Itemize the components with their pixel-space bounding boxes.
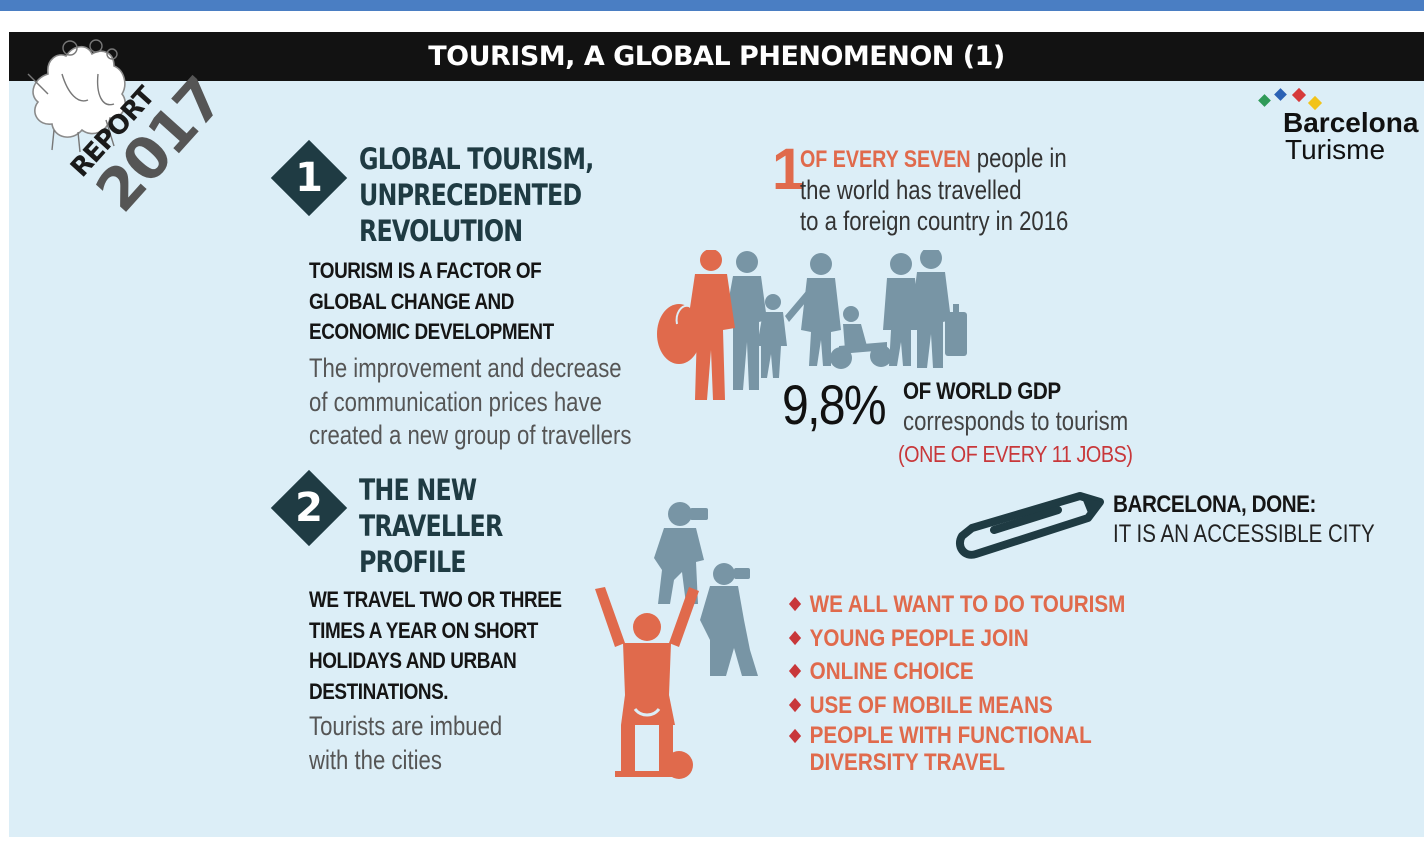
window-top-bar xyxy=(0,0,1424,11)
list-item-text: USE OF MOBILE MEANS xyxy=(809,691,1053,719)
section2-subheading-line: HOLIDAYS AND URBAN xyxy=(309,648,517,673)
section2-body-line: with the cities xyxy=(309,744,442,775)
list-item-text: WE ALL WANT TO DO TOURISM xyxy=(809,591,1126,618)
bullet-list: WE ALL WANT TO DO TOURISM YOUNG PEOPLE J… xyxy=(788,588,1180,776)
section2-heading-line: THE NEW xyxy=(359,473,477,507)
section1-subheading-line: GLOBAL CHANGE AND xyxy=(309,288,515,314)
cheering-wheelchair-user-icon xyxy=(595,587,699,779)
done-text: IT IS AN ACCESSIBLE CITY xyxy=(1113,520,1375,548)
list-item-text-cont: DIVERSITY TRAVEL xyxy=(809,749,1005,776)
diamond-bullet-icon xyxy=(788,728,802,744)
section1-subheading: TOURISM IS A FACTOR OF GLOBAL CHANGE AND… xyxy=(309,256,554,348)
stat2-label: OF WORLD GDP xyxy=(903,378,1061,405)
pencil-icon xyxy=(955,492,1104,559)
stat2-value: 9,8% xyxy=(782,373,887,436)
list-item: YOUNG PEOPLE JOIN xyxy=(788,622,1125,656)
brand-subtitle: Turisme xyxy=(1285,134,1386,165)
stat1-text-line: people in xyxy=(970,143,1067,173)
stat1-number: 1 xyxy=(772,137,805,202)
diamond-bullet-icon xyxy=(788,596,802,612)
section2-heading-line: PROFILE xyxy=(359,545,467,579)
brand-dot-1 xyxy=(1258,94,1271,107)
stat1-highlight: OF EVERY SEVEN xyxy=(800,146,971,173)
photographer-silhouette-icon xyxy=(654,502,758,676)
section1-subheading-line: TOURISM IS A FACTOR OF xyxy=(309,258,542,283)
section2-number: 2 xyxy=(295,485,323,531)
list-item-text: ONLINE CHOICE xyxy=(809,658,974,685)
stat2-line: corresponds to tourism xyxy=(903,406,1129,436)
stat2-note: (ONE OF EVERY 11 JOBS) xyxy=(898,441,1133,467)
section2-subheading-line: WE TRAVEL TWO OR THREE xyxy=(309,587,562,612)
section2-body: Tourists are imbued with the cities xyxy=(309,710,502,777)
section2-body-line: Tourists are imbued xyxy=(309,711,503,741)
section1-body-line: of communication prices have xyxy=(309,386,602,417)
list-item-text: YOUNG PEOPLE JOIN xyxy=(809,624,1029,652)
section1-body-line: created a new group of travellers xyxy=(309,420,632,450)
diamond-bullet-icon xyxy=(788,663,802,679)
brand-logo: Barcelona Turisme xyxy=(1256,87,1419,168)
stat1-text-line: to a foreign country in 2016 xyxy=(800,206,1069,236)
section2-subheading-line: TIMES A YEAR ON SHORT xyxy=(309,617,538,643)
brand-dot-3 xyxy=(1291,87,1307,103)
stat1-text: OF EVERY SEVEN people in the world has t… xyxy=(800,143,1068,237)
infographic-panel xyxy=(9,32,1424,837)
section1-heading-line: GLOBAL TOURISM, xyxy=(359,142,594,176)
section1-body-line: The improvement and decrease xyxy=(309,353,622,383)
page-title: TOURISM, A GLOBAL PHENOMENON (1) xyxy=(9,32,1424,81)
section1-heading: GLOBAL TOURISM, UNPRECEDENTED REVOLUTION xyxy=(359,141,638,249)
section1-subheading-line: ECONOMIC DEVELOPMENT xyxy=(309,319,554,344)
traveller-group-sketch-icon xyxy=(27,39,126,153)
section2-heading-line: TRAVELLER xyxy=(359,509,503,543)
diamond-bullet-icon xyxy=(788,697,802,712)
done-title: BARCELONA, DONE: xyxy=(1113,491,1316,518)
section1-number: 1 xyxy=(295,155,323,201)
section1-body: The improvement and decrease of communic… xyxy=(309,352,631,453)
list-item: USE OF MOBILE MEANS xyxy=(788,689,1125,723)
section2-heading: THE NEW TRAVELLER PROFILE xyxy=(359,472,638,580)
list-item: WE ALL WANT TO DO TOURISM xyxy=(788,588,1126,622)
list-item-text: PEOPLE WITH FUNCTIONAL xyxy=(809,722,1092,749)
list-item: ONLINE CHOICE xyxy=(788,655,1125,689)
section1-heading-line: REVOLUTION xyxy=(359,214,523,248)
brand-dot-2 xyxy=(1274,88,1287,101)
family-silhouette-icon xyxy=(657,250,967,400)
section2-subheading-line: DESTINATIONS. xyxy=(309,678,449,704)
section1-heading-line: UNPRECEDENTED xyxy=(359,178,582,212)
stat1-text-line: the world has travelled xyxy=(800,175,1022,205)
diamond-bullet-icon xyxy=(788,630,802,645)
brand-name: Barcelona xyxy=(1283,107,1419,138)
section2-subheading: WE TRAVEL TWO OR THREE TIMES A YEAR ON S… xyxy=(309,585,562,707)
